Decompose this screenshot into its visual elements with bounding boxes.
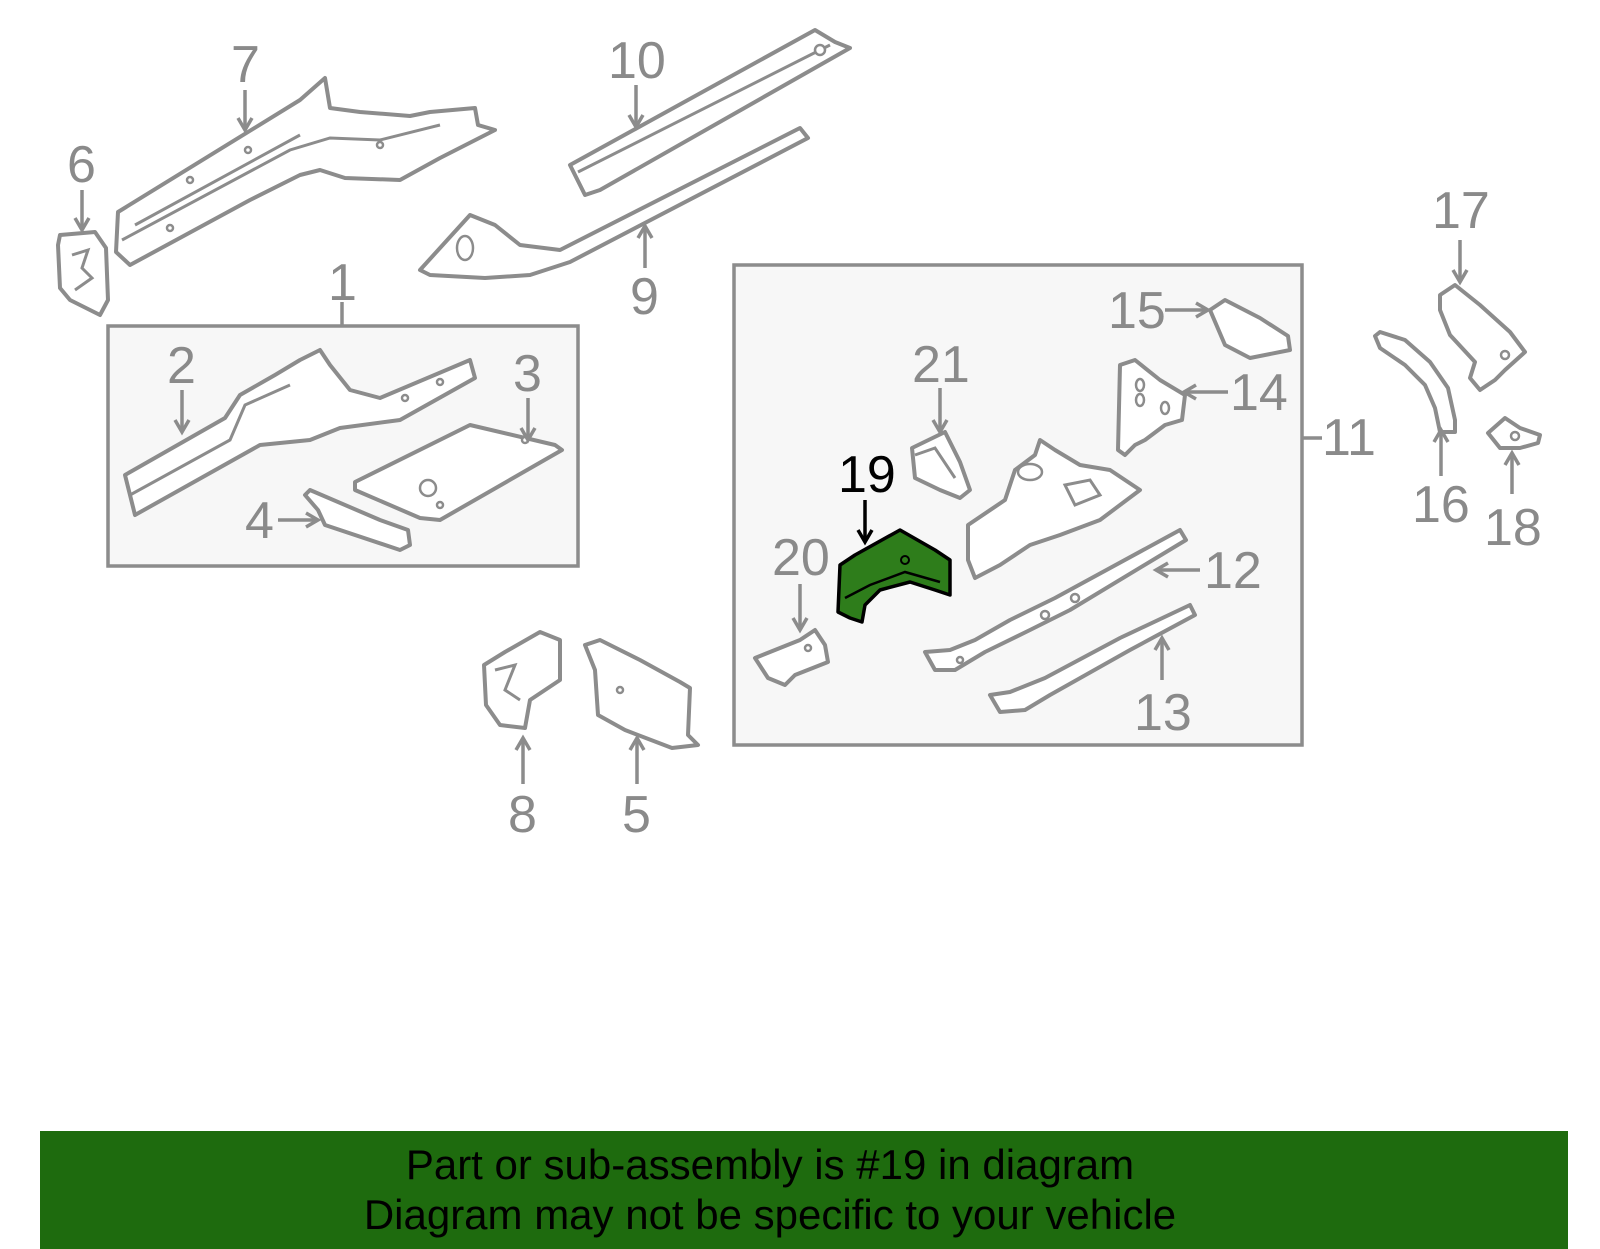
- part-2[interactable]: [123, 348, 477, 517]
- leader-lines: [73, 85, 1521, 784]
- part-15[interactable]: [1208, 298, 1292, 360]
- callout-14: 14: [1230, 364, 1288, 422]
- callout-2: 2: [167, 337, 196, 395]
- callout-11: 11: [1322, 409, 1376, 467]
- part-20[interactable]: [753, 628, 830, 687]
- callout-7: 7: [231, 36, 260, 94]
- callout-5: 5: [622, 786, 651, 844]
- callout-1: 1: [328, 254, 357, 312]
- callout-8: 8: [508, 786, 537, 844]
- part-9[interactable]: [418, 126, 810, 280]
- callout-21: 21: [912, 336, 970, 394]
- part-19-highlighted[interactable]: [836, 528, 952, 624]
- callout-3: 3: [513, 345, 542, 403]
- callout-labels: 7 6 10 9 1 2 3 4 8 5 11 12 13 14 15 16 1…: [67, 32, 1542, 844]
- part-3[interactable]: [353, 423, 564, 522]
- callout-13: 13: [1134, 684, 1192, 742]
- part-18[interactable]: [1486, 416, 1542, 450]
- part-info-banner: Part or sub-assembly is #19 in diagram D…: [40, 1131, 1568, 1249]
- part-21[interactable]: [910, 430, 972, 500]
- part-13[interactable]: [988, 603, 1197, 714]
- callout-20: 20: [772, 529, 830, 587]
- callout-15: 15: [1108, 282, 1166, 340]
- part-16[interactable]: [1373, 330, 1457, 434]
- callout-18: 18: [1484, 499, 1542, 557]
- part-10[interactable]: [568, 28, 852, 197]
- part-17[interactable]: [1438, 283, 1527, 392]
- part-12[interactable]: [923, 528, 1188, 672]
- part-7[interactable]: [114, 76, 497, 267]
- callout-9: 9: [630, 268, 659, 326]
- part-6[interactable]: [56, 230, 110, 317]
- callout-4: 4: [245, 492, 274, 550]
- part-4[interactable]: [303, 488, 412, 552]
- banner-line-part-number: Part or sub-assembly is #19 in diagram: [405, 1141, 1135, 1188]
- callout-10: 10: [608, 32, 666, 90]
- callout-6: 6: [67, 136, 96, 194]
- part-8[interactable]: [482, 630, 562, 730]
- callout-17: 17: [1432, 182, 1490, 240]
- callout-16: 16: [1412, 476, 1470, 534]
- banner-line-disclaimer: Diagram may not be specific to your vehi…: [363, 1191, 1177, 1238]
- part-14[interactable]: [1116, 358, 1187, 457]
- part-5[interactable]: [583, 638, 700, 750]
- callout-19: 19: [838, 446, 896, 504]
- part-11-wheelhouse[interactable]: [966, 438, 1142, 580]
- callout-12: 12: [1204, 542, 1262, 600]
